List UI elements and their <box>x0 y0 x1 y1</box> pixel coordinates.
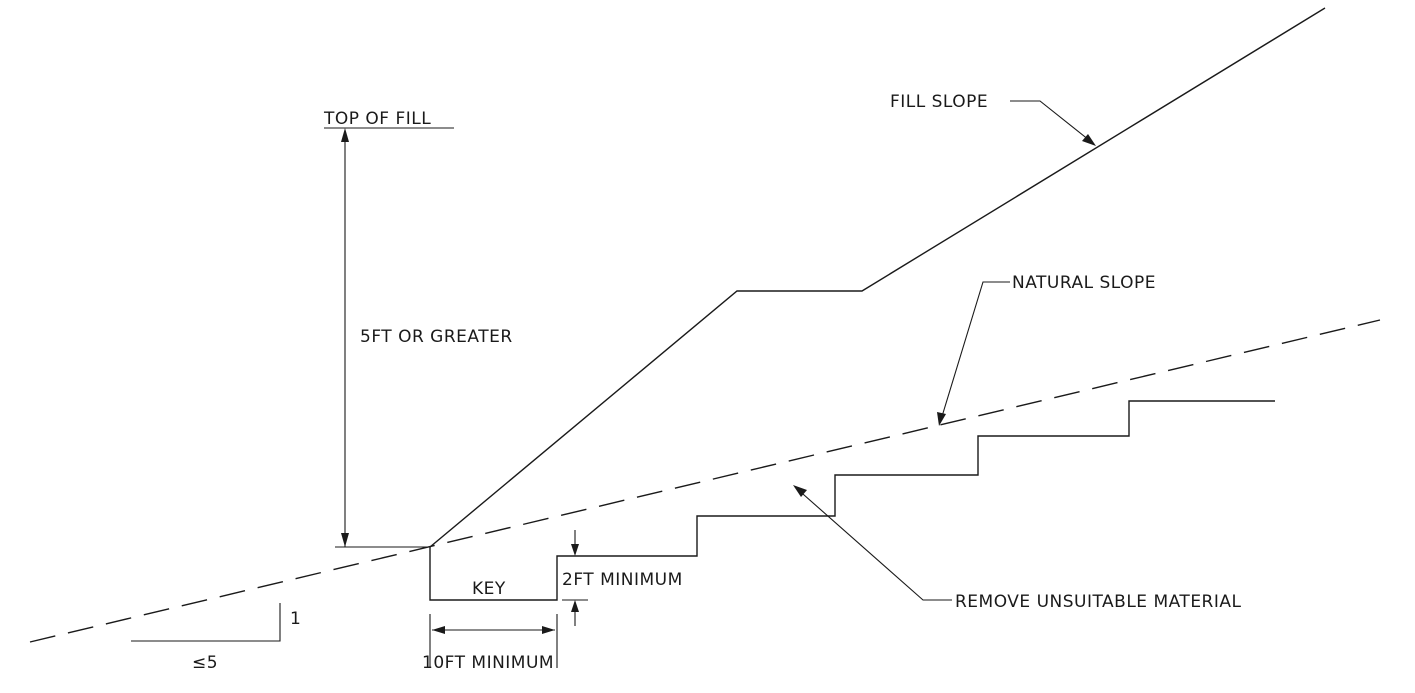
key-label: KEY <box>472 579 506 599</box>
fill-slope-label: FILL SLOPE <box>890 92 988 112</box>
slope-rise-label: 1 <box>290 609 301 629</box>
height-arrow-top <box>341 128 349 142</box>
two-ft-arrow-upper <box>571 544 579 556</box>
ten-ft-arrow-right <box>542 626 555 634</box>
natural-slope-leader <box>939 281 1010 424</box>
two-ft-label: 2FT MINIMUM <box>562 570 683 590</box>
ten-ft-arrow-left <box>432 626 445 634</box>
slope-ratio-triangle <box>131 603 281 642</box>
height-arrow-bottom <box>341 533 349 547</box>
benching-steps <box>429 400 1275 601</box>
slope-run-label: ≤5 <box>192 653 218 673</box>
natural-slope-label: NATURAL SLOPE <box>1012 273 1156 293</box>
ten-ft-label: 10FT MINIMUM <box>422 653 554 673</box>
remove-material-leader-arrow <box>793 485 807 497</box>
fill-slope-leader <box>1010 100 1095 145</box>
remove-material-label: REMOVE UNSUITABLE MATERIAL <box>955 592 1242 612</box>
remove-material-leader <box>794 486 952 601</box>
two-ft-arrow-lower <box>571 600 579 612</box>
fill-slope-line <box>429 7 1326 548</box>
natural-slope-leader-arrow <box>937 412 946 426</box>
top-of-fill-label: TOP OF FILL <box>323 109 431 129</box>
fill-slope-leader-arrow <box>1082 134 1096 146</box>
natural-slope-line <box>29 319 1381 643</box>
height-label: 5FT OR GREATER <box>360 327 513 347</box>
